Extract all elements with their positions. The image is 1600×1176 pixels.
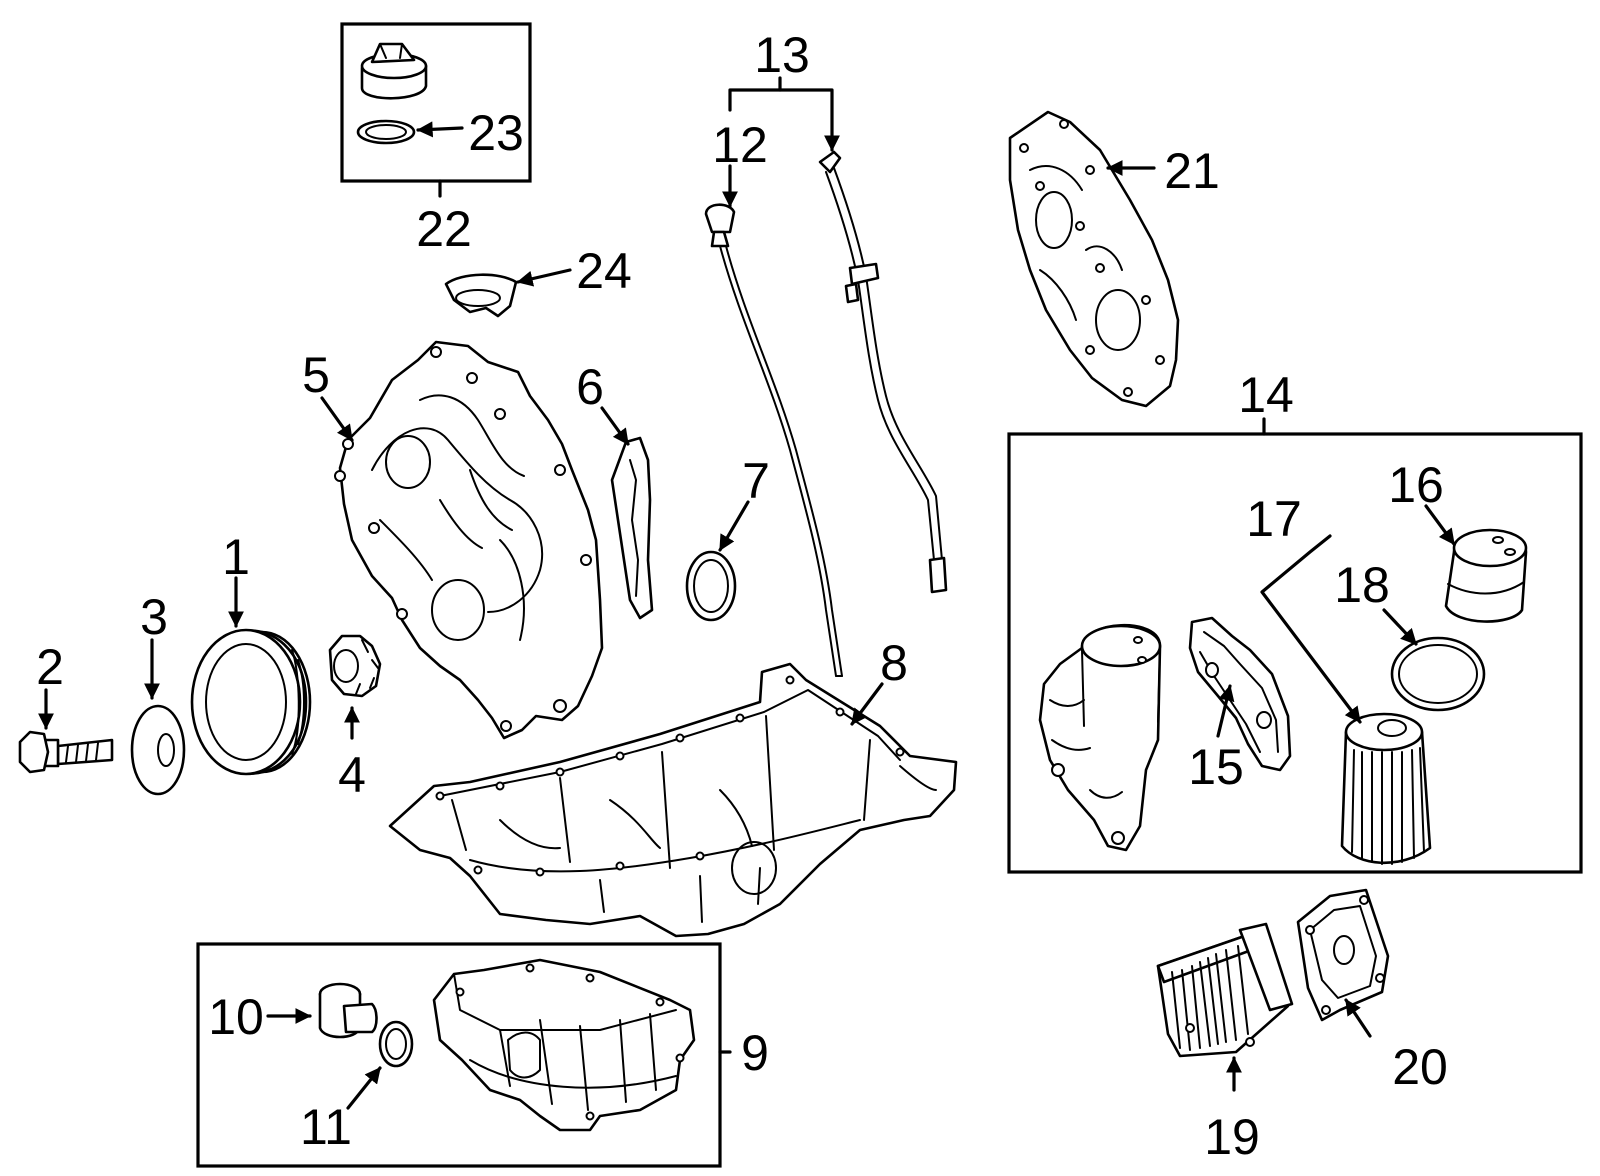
callout-15: 15: [1188, 739, 1244, 795]
callout-18: 18: [1334, 557, 1390, 613]
arrow-5: [320, 396, 354, 442]
callout-4: 4: [338, 747, 366, 803]
oil-cooler-icon: [1156, 922, 1294, 1058]
callout-24: 24: [576, 243, 632, 299]
callout-3: 3: [140, 589, 168, 645]
engine-plate-icon: [1008, 110, 1180, 408]
arrow-24: [516, 268, 572, 287]
drain-plug-washer-icon: [378, 1020, 414, 1068]
housing-gasket-icon: [1188, 616, 1292, 772]
dipstick-icon: [704, 203, 843, 677]
callout-19: 19: [1204, 1109, 1260, 1165]
callout-12: 12: [712, 117, 768, 173]
dipstick-tube-icon: [818, 150, 948, 594]
arrow-20: [1344, 998, 1372, 1038]
box-14: [1007, 432, 1583, 874]
cover-gasket-icon: [610, 436, 654, 620]
seal-cup-icon: [444, 273, 518, 318]
callout-23: 23: [468, 105, 524, 161]
callout-6: 6: [576, 359, 604, 415]
arrow-16: [1424, 504, 1456, 546]
filter-cap-icon: [1444, 528, 1528, 623]
arrow-18: [1382, 608, 1418, 646]
lower-oil-pan-icon: [432, 958, 696, 1132]
filler-cap-seal-icon: [356, 119, 416, 145]
callout-8: 8: [880, 635, 908, 691]
callout-2: 2: [36, 639, 64, 695]
callout-1: 1: [222, 529, 250, 585]
arrow-7: [718, 500, 750, 552]
oil-filler-cap-icon: [360, 42, 428, 100]
callout-9: 9: [741, 1025, 769, 1081]
bolt-icon: [18, 730, 114, 774]
callout-20: 20: [1392, 1039, 1448, 1095]
box-22: [340, 22, 532, 183]
oil-filter-element-icon: [1340, 712, 1432, 865]
arrow-6: [600, 406, 630, 446]
bracket-17: [1260, 534, 1362, 724]
cooler-gasket-icon: [1296, 888, 1390, 1022]
callout-10: 10: [208, 989, 264, 1045]
washer-icon: [130, 704, 186, 796]
timing-cover-icon: [334, 340, 604, 740]
seal-ring-icon: [685, 550, 737, 622]
callout-11: 11: [300, 1099, 352, 1155]
crank-pulley-icon: [190, 628, 312, 776]
callout-7: 7: [742, 453, 770, 509]
callout-22: 22: [416, 201, 472, 257]
arrow-15: [1216, 684, 1235, 738]
upper-oil-pan-icon: [388, 662, 958, 938]
callout-16: 16: [1388, 457, 1444, 513]
callout-5: 5: [302, 347, 330, 403]
drain-plug-icon: [318, 982, 378, 1039]
callout-13: 13: [754, 27, 810, 83]
box-9: [196, 942, 722, 1168]
sprocket-icon: [328, 634, 382, 698]
callout-21: 21: [1164, 143, 1220, 199]
arrow-23: [416, 121, 464, 138]
oil-filter-housing-icon: [1038, 623, 1162, 852]
filter-o-ring-icon: [1390, 636, 1486, 712]
arrow-11: [346, 1066, 382, 1110]
callout-17: 17: [1246, 491, 1302, 547]
arrow-8: [850, 682, 884, 726]
callout-14: 14: [1238, 367, 1294, 423]
